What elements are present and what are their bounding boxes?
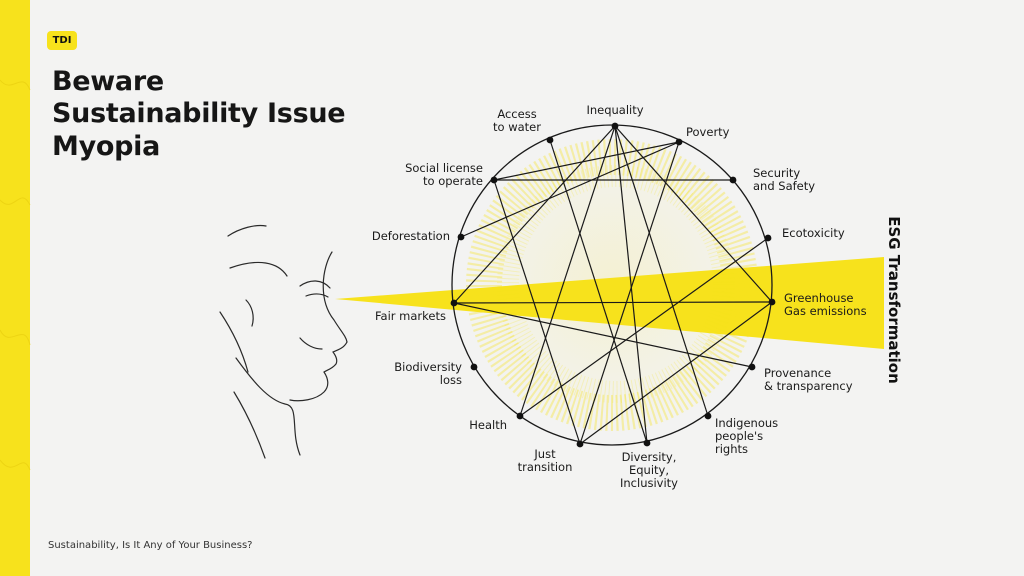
label-indigenous-line-1: Indigenous <box>715 416 778 430</box>
node-deforestation <box>457 233 465 241</box>
link-fair-ghg <box>453 301 773 304</box>
title-line-1: Beware <box>52 66 164 97</box>
network-nodes <box>450 122 776 448</box>
label-inequality-line-1: Inequality <box>586 103 643 117</box>
node-poverty <box>675 138 683 146</box>
label-provenance-line-2: & transparency <box>764 379 853 393</box>
label-deforestation-line-1: Deforestation <box>372 229 450 243</box>
accent-strip <box>0 0 30 576</box>
glow-ring-halo-inner <box>497 165 735 403</box>
label-just-line-2: transition <box>518 460 573 474</box>
glow-ring <box>462 135 762 435</box>
label-water-line-2: to water <box>493 120 541 134</box>
node-ecotoxicity <box>764 234 772 242</box>
label-dei-line-2: Equity, <box>629 463 669 477</box>
link-inequality-ghg <box>614 125 773 303</box>
label-water-line-1: Access <box>497 107 536 121</box>
node-ghg <box>768 298 776 306</box>
link-ecotoxicity-health <box>519 237 769 417</box>
label-dei-line-1: Diversity, <box>622 450 677 464</box>
contour-pattern <box>0 79 31 471</box>
link-inequality-health <box>519 125 616 417</box>
slide-title: Beware Sustainability Issue Myopia <box>52 66 346 163</box>
label-ghg-line-2: Gas emissions <box>784 304 867 318</box>
label-dei-line-3: Inclusivity <box>620 476 678 490</box>
link-fair-inequality <box>453 125 616 304</box>
node-social <box>490 176 498 184</box>
label-fair: Fair markets <box>375 309 446 323</box>
node-security <box>729 176 737 184</box>
label-provenance-line-1: Provenance <box>764 366 831 380</box>
footer-caption: Sustainability, Is It Any of Your Busine… <box>48 540 253 551</box>
label-ecotoxicity: Ecotoxicity <box>782 226 845 240</box>
link-inequality-dei <box>614 125 648 444</box>
label-biodiversity-line-2: loss <box>440 373 462 387</box>
node-water <box>546 136 554 144</box>
label-poverty-line-1: Poverty <box>686 125 730 139</box>
link-water-dei <box>549 139 648 444</box>
link-poverty-just <box>579 141 680 445</box>
node-just <box>576 440 584 448</box>
node-health <box>516 412 524 420</box>
label-dei: Diversity,Equity,Inclusivity <box>620 450 678 490</box>
link-fair-provenance <box>453 302 753 368</box>
node-biodiversity <box>470 363 478 371</box>
label-indigenous-line-2: people's <box>715 429 763 443</box>
label-social-line-1: Social license <box>405 161 483 175</box>
node-provenance <box>748 363 756 371</box>
label-just-line-1: Just <box>533 447 556 461</box>
node-fair <box>450 299 458 307</box>
title-line-2: Sustainability Issue <box>52 98 346 130</box>
label-poverty: Poverty <box>686 125 730 139</box>
face-profile-illustration <box>219 224 348 459</box>
node-indigenous <box>704 412 712 420</box>
title-line-3: Myopia <box>52 130 161 162</box>
label-health: Health <box>469 418 507 432</box>
label-security-line-1: Security <box>753 166 800 180</box>
label-ecotoxicity-line-1: Ecotoxicity <box>782 226 845 240</box>
node-dei <box>643 439 651 447</box>
network-links <box>453 125 773 445</box>
label-biodiversity-line-1: Biodiversity <box>394 360 462 374</box>
tdi-logo: TDI <box>47 31 77 50</box>
label-social-line-2: to operate <box>423 174 483 188</box>
label-provenance: Provenance& transparency <box>764 366 853 393</box>
link-ghg-just <box>579 301 773 445</box>
label-ghg-line-1: Greenhouse <box>784 291 854 305</box>
node-inequality <box>611 122 619 130</box>
label-fair-line-1: Fair markets <box>375 309 446 323</box>
label-inequality: Inequality <box>586 103 643 117</box>
label-health-line-1: Health <box>469 418 507 432</box>
link-social-just <box>493 179 581 445</box>
link-social-poverty <box>493 141 680 181</box>
glow-ring-halo <box>466 139 758 431</box>
label-indigenous-line-3: rights <box>715 442 748 456</box>
esg-transformation-label: ESG Transformation <box>885 216 903 384</box>
label-deforestation: Deforestation <box>372 229 450 243</box>
link-inequality-indigenous <box>614 125 709 417</box>
label-security-line-2: and Safety <box>753 179 815 193</box>
